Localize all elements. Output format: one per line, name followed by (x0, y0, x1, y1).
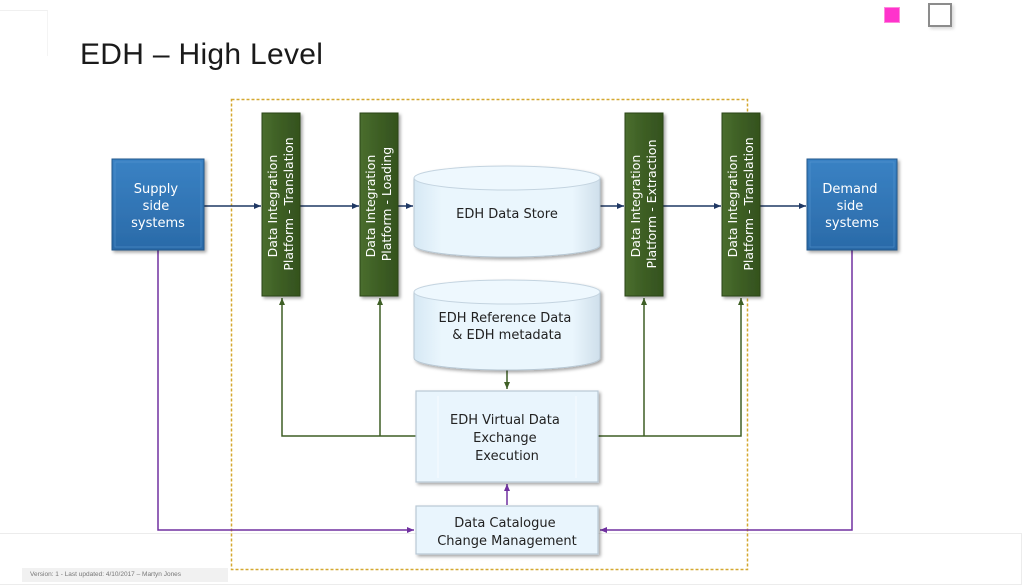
pink-marker-icon[interactable] (884, 7, 900, 23)
edh-boundary (230, 98, 749, 571)
platform-translation-in-label: Data Integration Platform - Translation (265, 137, 296, 270)
supply-label: Supply side systems (131, 182, 185, 231)
footer-version-text: Version: 1 - Last updated: 4/10/2017 – M… (22, 568, 228, 582)
platform-extraction-label: Data Integration Platform - Extraction (628, 140, 659, 269)
exchange-feedback-left (279, 298, 416, 437)
edh-reference-data-label: EDH Reference Data & EDH metadata (439, 311, 576, 343)
data-catalogue-label: Data Catalogue Change Management (437, 516, 577, 549)
data-catalogue-box[interactable] (415, 505, 599, 555)
demand-to-catalogue-line (600, 250, 853, 533)
empty-square-icon[interactable] (928, 3, 952, 27)
platform-loading-bar[interactable] (359, 112, 399, 297)
edh-virtual-exchange-box[interactable] (415, 390, 599, 483)
platform-translation-out-bar[interactable] (721, 112, 761, 297)
platform-translation-in-bar[interactable] (261, 112, 301, 297)
supply-side-systems-box[interactable] (111, 158, 205, 251)
corner-frame (0, 10, 48, 56)
slide-title: EDH – High Level (80, 38, 324, 71)
platform-extraction-bar[interactable] (624, 112, 664, 297)
exchange-feedback-right (598, 298, 744, 437)
edh-data-store-cylinder[interactable] (413, 165, 601, 258)
supply-to-catalogue-line (157, 250, 414, 533)
edh-data-store-label: EDH Data Store (456, 207, 558, 222)
platform-loading-label: Data Integration Platform - Loading (363, 147, 394, 262)
demand-side-systems-box[interactable] (806, 158, 898, 251)
edh-virtual-exchange-label: EDH Virtual Data Exchange Execution (450, 413, 564, 464)
demand-label: Demand side systems (822, 182, 881, 231)
edh-reference-data-cylinder[interactable] (413, 279, 601, 371)
platform-translation-out-label: Data Integration Platform - Translation (725, 137, 756, 270)
